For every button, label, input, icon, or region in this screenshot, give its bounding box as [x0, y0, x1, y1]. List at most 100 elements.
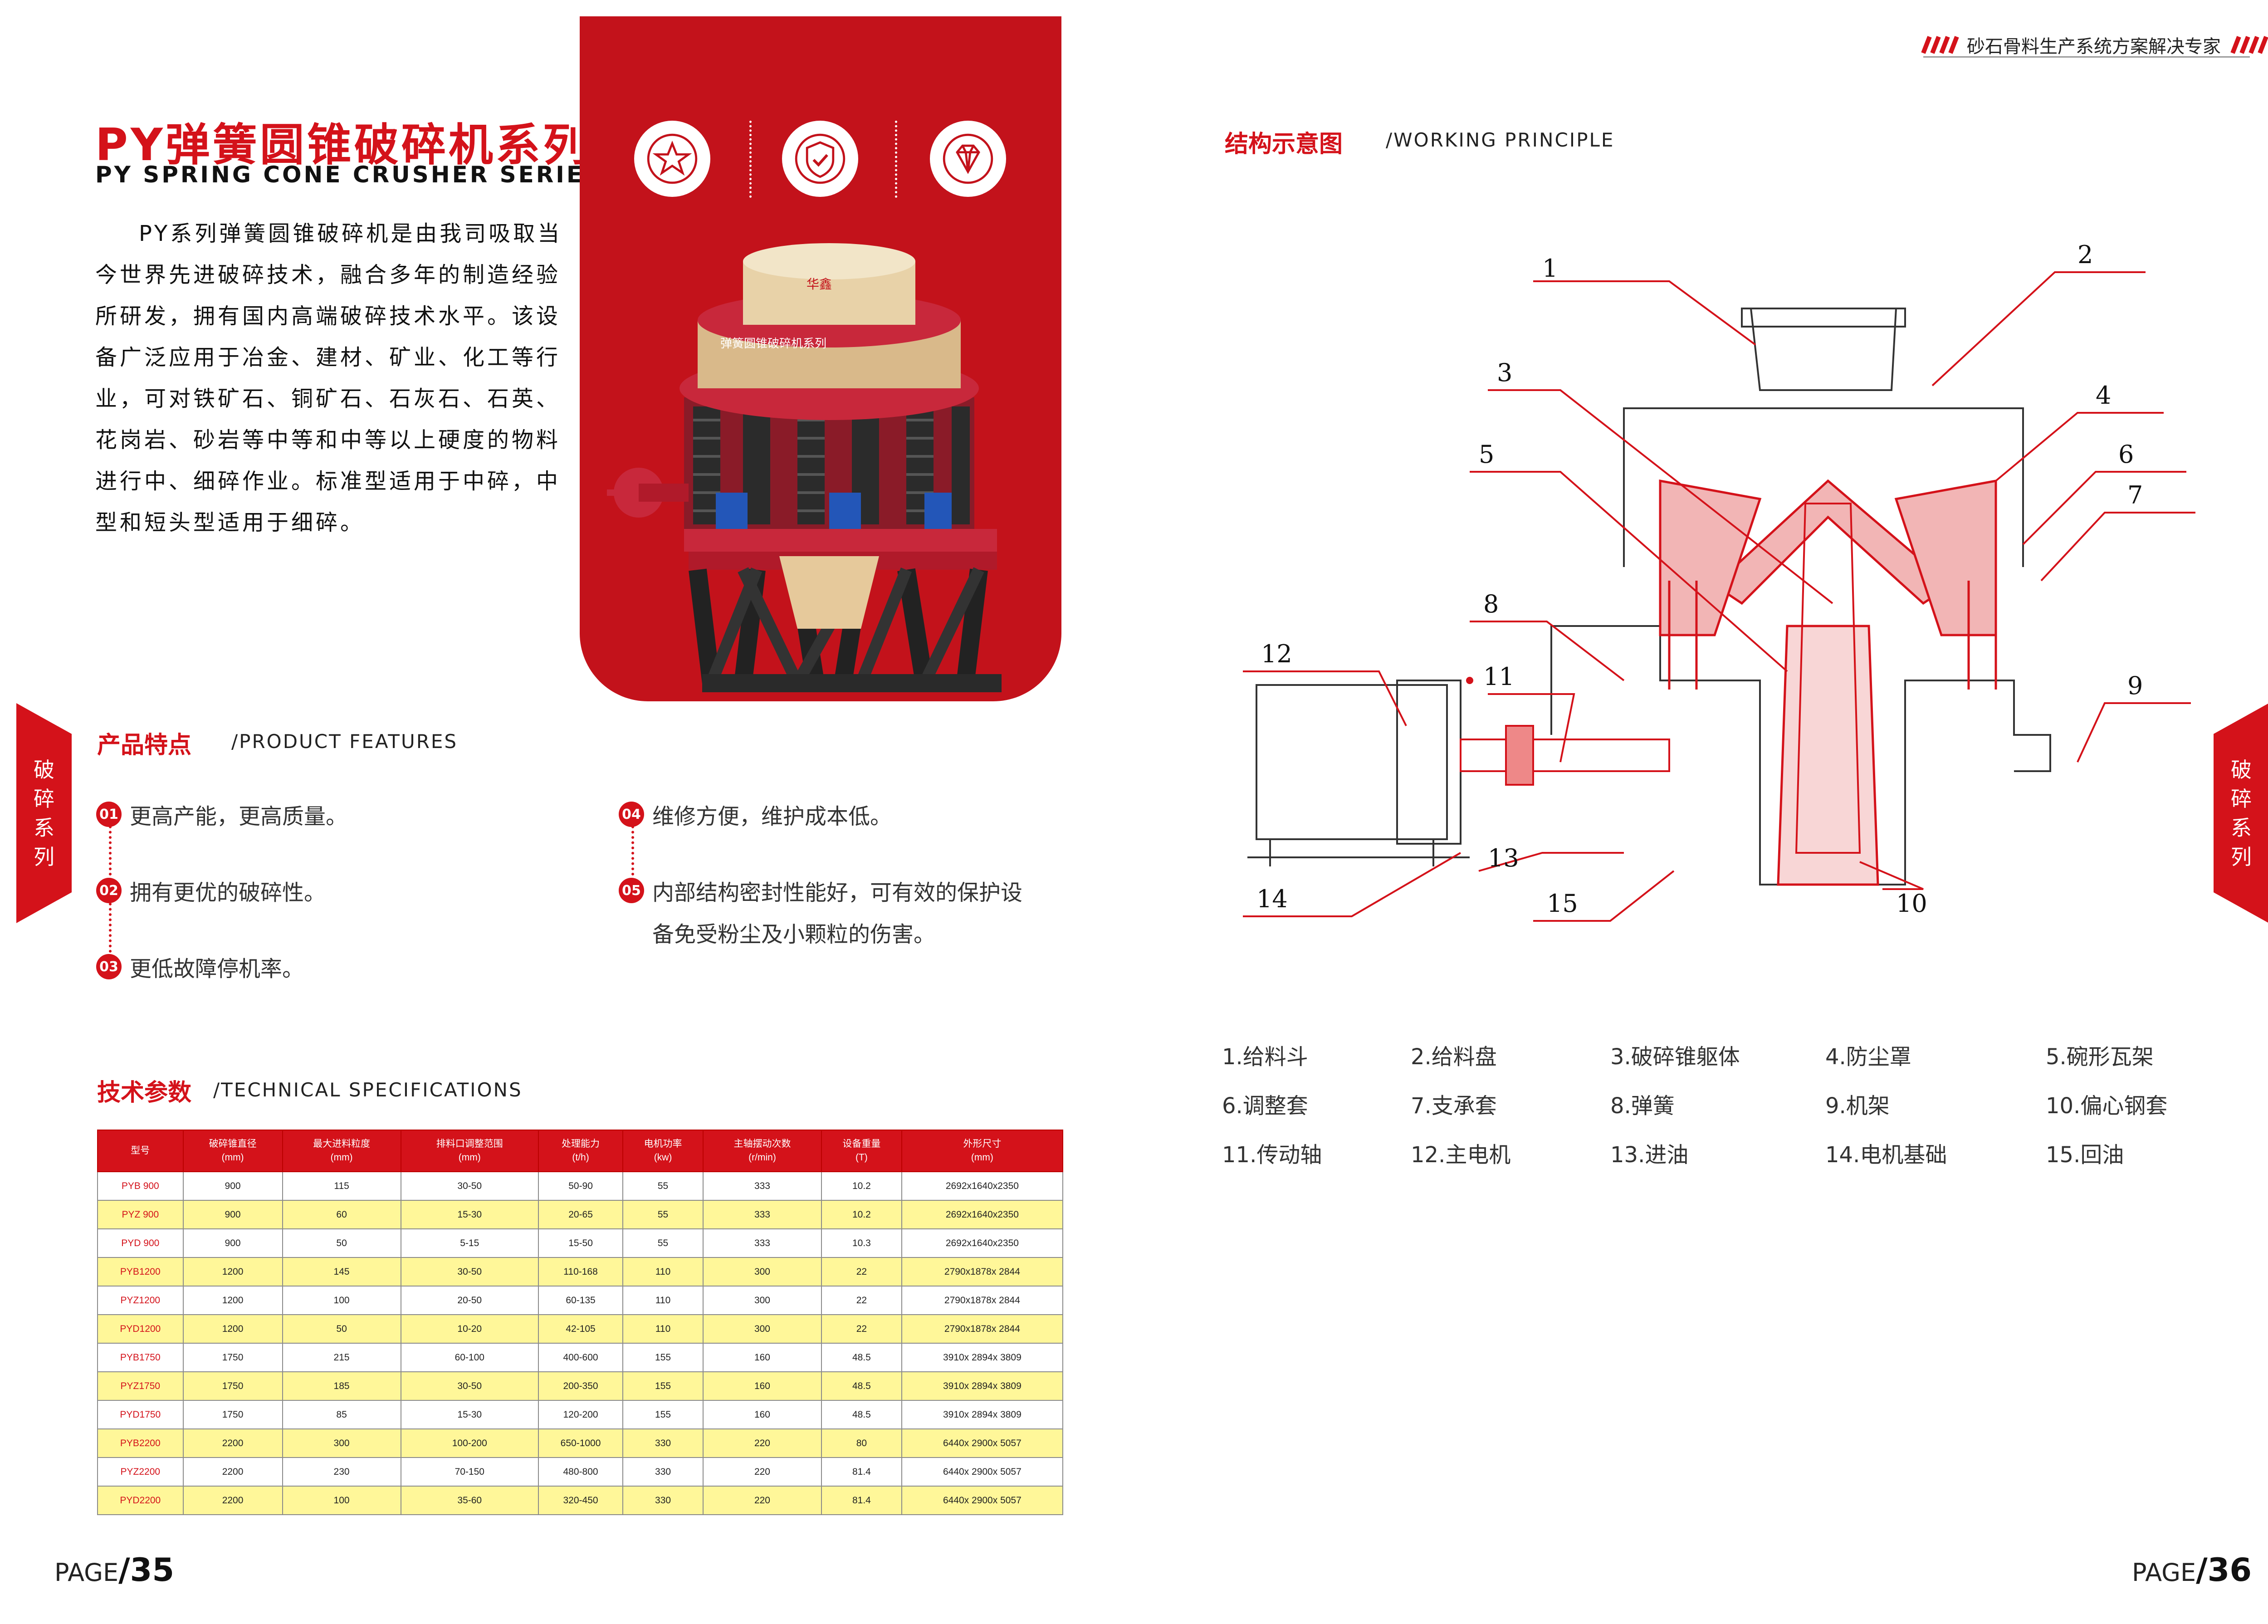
specs-title: 技术参数 — [97, 1079, 192, 1106]
callout-2: 2 — [2077, 240, 2093, 269]
table-cell: 42-105 — [538, 1314, 624, 1344]
header-rule — [1923, 56, 2250, 58]
part-item: 9.机架 — [1825, 1093, 1890, 1119]
stripes-icon — [1921, 36, 1959, 54]
table-cell: 900 — [182, 1200, 283, 1229]
spec-table: 型号破碎锥直径(mm)最大进料粒度(mm)排料口调整范围(mm)处理能力(t/h… — [97, 1130, 1064, 1515]
feature-number: 02 — [96, 878, 122, 903]
parts-legend: 1.给料斗 2.给料盘 3.破碎锥躯体 4.防尘罩 5.碗形瓦架 6.调整套 7… — [1222, 1039, 2220, 1186]
table-cell: 330 — [622, 1428, 704, 1458]
table-cell: 155 — [622, 1371, 704, 1401]
table-cell: 115 — [282, 1171, 401, 1201]
page-subtitle: PY SPRING CONE CRUSHER SERIES — [95, 161, 603, 188]
table-cell: 50-90 — [538, 1171, 624, 1201]
feature-number: 01 — [96, 802, 122, 827]
table-cell: 35-60 — [400, 1486, 539, 1515]
feature-connector — [109, 826, 112, 876]
feature-number: 03 — [96, 954, 122, 979]
machine-label: 弹簧圆锥破碎机系列 — [720, 337, 826, 351]
table-cell: 30-50 — [400, 1257, 539, 1286]
table-cell: 60-135 — [538, 1286, 624, 1315]
table-cell: 330 — [622, 1486, 704, 1515]
table-cell: 100 — [282, 1286, 401, 1315]
table-cell: 30-50 — [400, 1171, 539, 1201]
table-cell: 48.5 — [821, 1343, 902, 1372]
spec-header-cell: 主轴摆动次数(r/min) — [702, 1130, 822, 1172]
table-cell: 20-50 — [400, 1286, 539, 1315]
table-cell: 22 — [821, 1314, 902, 1344]
page-number-left: PAGE/35 — [54, 1551, 175, 1589]
table-cell: 81.4 — [821, 1457, 902, 1487]
table-cell: 3910x 2894x 3809 — [901, 1371, 1064, 1401]
table-cell: 3910x 2894x 3809 — [901, 1343, 1064, 1372]
table-cell: 15-30 — [400, 1400, 539, 1429]
table-cell: 155 — [622, 1400, 704, 1429]
callout-14: 14 — [1256, 885, 1288, 913]
header-slogan: 砂石骨料生产系统方案解决专家 — [1919, 32, 2268, 58]
feature-connector — [631, 826, 634, 876]
table-cell: 333 — [702, 1228, 822, 1258]
table-cell: 215 — [282, 1343, 401, 1372]
table-cell: 320-450 — [538, 1486, 624, 1515]
table-cell: 1750 — [182, 1371, 283, 1401]
table-cell: 2790x1878x 2844 — [901, 1286, 1064, 1315]
table-cell: 85 — [282, 1400, 401, 1429]
part-item: 15.回油 — [2046, 1142, 2124, 1168]
spec-header-cell: 排料口调整范围(mm) — [400, 1130, 539, 1172]
part-item: 10.偏心钢套 — [2046, 1093, 2168, 1119]
table-cell: 2692x1640x2350 — [901, 1228, 1064, 1258]
table-cell: 2200 — [182, 1457, 283, 1487]
table-cell: 70-150 — [400, 1457, 539, 1487]
machine-logo: 华鑫 — [807, 277, 832, 292]
table-cell: 55 — [622, 1200, 704, 1229]
structure-diagram: 1 2 3 4 5 6 7 8 9 10 11 12 13 14 15 — [1243, 240, 2195, 922]
part-item: 4.防尘罩 — [1825, 1044, 1911, 1070]
table-cell: 400-600 — [538, 1343, 624, 1372]
table-cell: 330 — [622, 1457, 704, 1487]
specs-subtitle: /TECHNICAL SPECIFICATIONS — [213, 1079, 523, 1101]
table-cell: 10-20 — [400, 1314, 539, 1344]
table-cell: 1200 — [182, 1286, 283, 1315]
table-cell: 48.5 — [821, 1400, 902, 1429]
divider — [895, 121, 897, 198]
model-cell: PYZ1750 — [97, 1371, 184, 1401]
table-cell: 900 — [182, 1171, 283, 1201]
table-cell: 10.3 — [821, 1228, 902, 1258]
table-cell: 220 — [702, 1428, 822, 1458]
part-item: 2.给料盘 — [1411, 1044, 1497, 1070]
cone-crusher-illustration: 弹簧圆锥破碎机系列 华鑫 — [607, 243, 1002, 692]
table-cell: 10.2 — [821, 1200, 902, 1229]
table-cell: 30-50 — [400, 1371, 539, 1401]
principle-title: 结构示意图 — [1225, 131, 1343, 158]
callout-8: 8 — [1483, 590, 1499, 618]
spec-header-cell: 型号 — [97, 1130, 184, 1172]
side-tab-left: 破碎系列 — [16, 703, 72, 923]
part-item: 1.给料斗 — [1222, 1044, 1308, 1070]
part-item: 13.进油 — [1610, 1142, 1689, 1168]
table-cell: 155 — [622, 1343, 704, 1372]
table-cell: 160 — [702, 1371, 822, 1401]
shield-check-icon — [782, 121, 858, 197]
table-cell: 22 — [821, 1286, 902, 1315]
table-cell: 300 — [702, 1314, 822, 1344]
callout-10: 10 — [1896, 889, 1927, 918]
spec-header-cell: 电机功率(kw) — [622, 1130, 704, 1172]
part-item: 3.破碎锥躯体 — [1610, 1044, 1740, 1070]
table-cell: 50 — [282, 1314, 401, 1344]
part-item: 12.主电机 — [1411, 1142, 1511, 1168]
table-cell: 333 — [702, 1200, 822, 1229]
table-cell: 50 — [282, 1228, 401, 1258]
divider — [749, 121, 752, 198]
features-subtitle: /PRODUCT FEATURES — [231, 730, 458, 753]
intro-text: PY系列弹簧圆锥破碎机是由我司吸取当今世界先进破碎技术，融合多年的制造经验所研发… — [95, 221, 562, 535]
callout-13: 13 — [1488, 844, 1519, 872]
table-cell: 110 — [622, 1257, 704, 1286]
